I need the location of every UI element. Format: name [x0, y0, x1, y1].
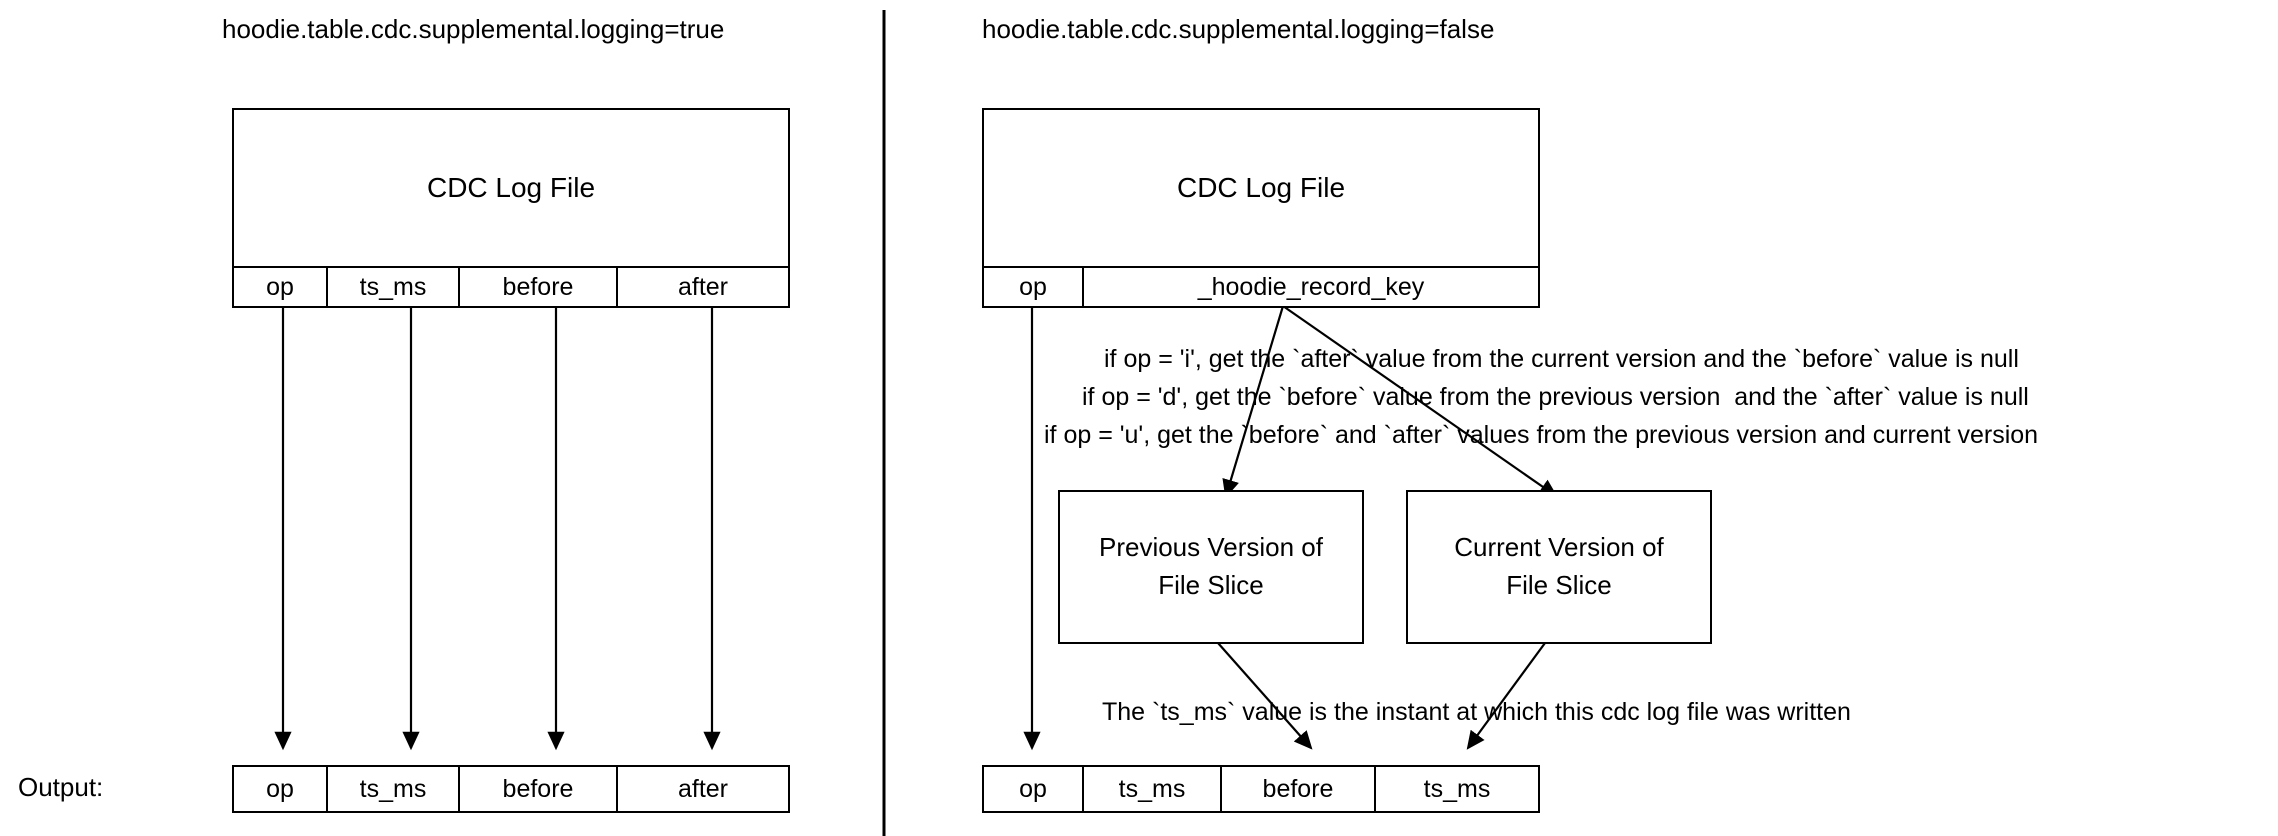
right-output-label-op: op — [1019, 774, 1047, 803]
left-schema-label-before: before — [502, 272, 574, 301]
left-panel-title: hoodie.table.cdc.supplemental.logging=tr… — [222, 14, 725, 44]
left-cdc-log-file-box: CDC Log File — [232, 108, 790, 268]
previous-version-file-slice-box: Previous Version of File Slice — [1058, 490, 1364, 644]
left-schema-cell-before: before — [458, 266, 618, 308]
current-version-file-slice-box: Current Version of File Slice — [1406, 490, 1712, 644]
right-output-label-before: before — [1262, 774, 1334, 803]
left-output-label-ts-ms: ts_ms — [359, 774, 427, 803]
previous-slice-label-line1: Previous Version of — [1098, 532, 1323, 563]
rule-line-2: if op = 'd', get the `before` value from… — [1082, 383, 2029, 411]
arrow-to-current-slice — [1282, 305, 1558, 498]
right-output-cell-op: op — [982, 765, 1084, 813]
arrow-previous-slice-to-before — [1217, 642, 1313, 750]
left-cdc-log-file-label: CDC Log File — [426, 171, 596, 203]
left-output-cell-after: after — [616, 765, 790, 813]
left-output-cell-ts-ms: ts_ms — [326, 765, 460, 813]
left-schema-cell-after: after — [616, 266, 790, 308]
arrow-current-slice-to-ts-ms — [1466, 642, 1546, 750]
rule-line-3: if op = 'u', get the `before` and `after… — [1044, 421, 2039, 449]
rule-line-1: if op = 'i', get the `after` value from … — [1104, 345, 2019, 373]
output-label: Output: — [18, 772, 104, 802]
arrow-to-previous-slice — [1222, 305, 1285, 499]
right-cdc-log-file-box: CDC Log File — [982, 108, 1540, 268]
current-slice-label-line2: File Slice — [1506, 570, 1612, 600]
left-output-cell-op: op — [232, 765, 328, 813]
right-cdc-log-file-label: CDC Log File — [1176, 171, 1346, 203]
right-schema-label-op: op — [1019, 272, 1047, 301]
left-schema-cell-ts-ms: ts_ms — [326, 266, 460, 308]
current-slice-label-line1: Current Version of — [1454, 532, 1664, 563]
left-output-cell-before: before — [458, 765, 618, 813]
right-schema-cell-op: op — [982, 266, 1084, 308]
right-output-label-ts-ms-2: ts_ms — [1423, 774, 1491, 803]
ts-ms-note: The `ts_ms` value is the instant at whic… — [1102, 698, 1851, 726]
previous-slice-label-line2: File Slice — [1158, 570, 1264, 600]
left-schema-label-ts-ms: ts_ms — [359, 272, 427, 301]
left-output-label-after: after — [677, 774, 729, 803]
right-output-label-ts-ms-1: ts_ms — [1118, 774, 1186, 803]
left-output-label-op: op — [266, 774, 294, 803]
right-schema-label-hoodie-record-key: _hoodie_record_key — [1197, 272, 1425, 301]
right-output-cell-ts-ms-2: ts_ms — [1374, 765, 1540, 813]
right-output-cell-ts-ms-1: ts_ms — [1082, 765, 1222, 813]
left-schema-label-after: after — [677, 272, 729, 301]
right-schema-cell-hoodie-record-key: _hoodie_record_key — [1082, 266, 1540, 308]
left-schema-cell-op: op — [232, 266, 328, 308]
left-schema-label-op: op — [266, 272, 294, 301]
left-output-label-before: before — [502, 774, 574, 803]
right-panel-title: hoodie.table.cdc.supplemental.logging=fa… — [982, 14, 1495, 44]
right-output-cell-before: before — [1220, 765, 1376, 813]
